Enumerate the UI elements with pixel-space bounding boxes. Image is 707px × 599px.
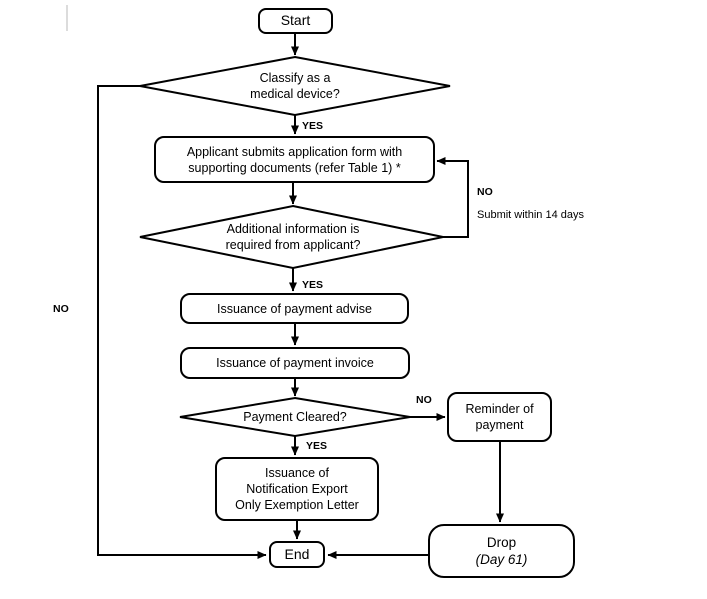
application-label-line1: Applicant submits application form with	[186, 144, 403, 159]
start-label: Start	[280, 12, 311, 29]
node-application: Applicant submits application form with …	[154, 136, 435, 183]
node-end: End	[269, 541, 325, 568]
reminder-label-line2: payment	[475, 418, 524, 432]
node-exemption-letter: Issuance of Notification Export Only Exe…	[215, 457, 379, 521]
additional-label-line1: Additional information is	[226, 221, 360, 236]
edge-additional-no-loop-to-application	[436, 157, 469, 238]
decision-classify-shape	[139, 55, 451, 117]
classify-label-line1: Classify as a	[259, 70, 331, 85]
label-no-payment-cleared: NO	[416, 394, 432, 406]
node-start: Start	[258, 8, 333, 34]
label-yes-additional: YES	[302, 279, 324, 291]
artifact-mark	[66, 5, 68, 31]
label-yes-classify: YES	[302, 120, 324, 132]
decision-classify-label: Classify as a medical device?	[205, 67, 385, 105]
node-payment-advise: Issuance of payment advise	[180, 293, 409, 324]
additional-label-line2: required from applicant?	[225, 238, 361, 252]
node-drop: Drop (Day 61)	[428, 524, 575, 578]
label-no-additional: NO	[477, 186, 493, 198]
reminder-label-line1: Reminder of	[465, 402, 534, 416]
label-yes-payment-cleared: YES	[306, 440, 328, 452]
drop-label-line1: Drop	[486, 534, 517, 550]
exemption-label-line2: Notification Export	[246, 482, 348, 496]
payment-cleared-label: Payment Cleared?	[243, 409, 347, 424]
label-submit-within-14-days: Submit within 14 days	[477, 209, 584, 221]
end-label: End	[284, 545, 310, 562]
payment-invoice-label: Issuance of payment invoice	[216, 356, 374, 370]
node-payment-invoice: Issuance of payment invoice	[180, 347, 410, 379]
decision-payment-cleared-label: Payment Cleared?	[220, 409, 370, 425]
exemption-label-line1: Issuance of	[265, 466, 329, 480]
decision-additional-info-shape	[139, 204, 444, 270]
edge-classify-no-to-end	[97, 85, 267, 559]
payment-advise-label: Issuance of payment advise	[217, 301, 372, 316]
classify-label-line2: medical device?	[250, 87, 340, 101]
label-no-classify: NO	[53, 303, 69, 315]
drop-label-line2: (Day 61)	[475, 552, 528, 567]
exemption-label-line3: Only Exemption Letter	[235, 498, 359, 512]
decision-payment-cleared-shape	[179, 396, 411, 438]
decision-additional-info-label: Additional information is required from …	[203, 218, 383, 256]
node-reminder: Reminder of payment	[447, 392, 552, 442]
application-label-line2: supporting documents (refer Table 1) *	[188, 160, 401, 175]
